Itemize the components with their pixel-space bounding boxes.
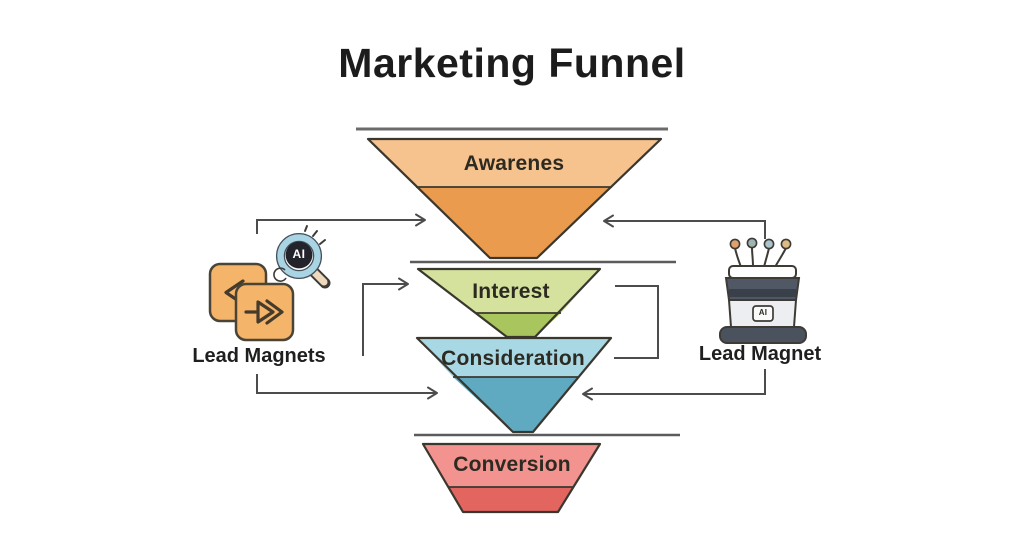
- ai-badge-circle: [285, 241, 313, 269]
- awareness-light-band: [368, 139, 661, 187]
- consideration-light-band: [417, 338, 611, 377]
- device-pin-tips: [729, 237, 792, 250]
- magnifier-handle: [310, 268, 328, 286]
- device-logo-text: AI: [758, 308, 768, 317]
- awareness-dark-band: [416, 187, 612, 258]
- conversion-dark-band: [449, 487, 574, 512]
- awareness-outline: [366, 137, 663, 260]
- lead-magnets-icon-group: [208, 225, 331, 342]
- device-logo-box: [752, 305, 774, 322]
- connectors: [256, 213, 766, 401]
- funnel-stage-interest: [416, 267, 602, 339]
- arrow-bracket-left-to-interest: [362, 277, 409, 356]
- device-wires: [734, 247, 787, 268]
- interest-light-band: [418, 269, 600, 313]
- decorative-arc: [273, 267, 287, 282]
- interest-dark-band: [475, 313, 561, 337]
- lead-magnet-label: Lead Magnet: [698, 343, 822, 365]
- page-title: Marketing Funnel: [338, 40, 686, 86]
- lead-magnet-device-icon: [719, 237, 807, 344]
- arrow-left-to-awareness: [256, 213, 426, 234]
- magnifier-ring-outer-edge: [275, 232, 323, 280]
- device-base: [719, 326, 807, 344]
- device-stripe: [729, 289, 796, 297]
- lead-magnets-label: Lead Magnets: [192, 345, 326, 367]
- consideration-dark-band: [453, 377, 578, 432]
- device-lid: [728, 265, 797, 279]
- conversion-outline: [421, 442, 602, 514]
- arrow-right-to-awareness: [603, 214, 766, 239]
- funnel-stage-consideration: [415, 336, 613, 434]
- arrow-right-to-consideration: [582, 369, 766, 401]
- ai-magnifier-icon: [273, 225, 331, 289]
- forward-arrow-card-icon: [234, 282, 295, 342]
- funnel-stage-label-awareness: Awarenes: [463, 152, 565, 175]
- consideration-outline: [415, 336, 613, 434]
- magnifier-ring-inner-edge: [283, 240, 315, 272]
- funnel: [356, 127, 680, 514]
- skip-forward-icon: [244, 299, 284, 325]
- arrow-left-to-consideration: [256, 374, 438, 400]
- funnel-stage-awareness: [366, 137, 663, 260]
- funnel-stage-label-conversion: Conversion: [453, 453, 571, 476]
- magnifier-sparkle-ticks: [304, 225, 326, 245]
- funnel-stage-conversion: [421, 442, 602, 514]
- ai-badge-text: AI: [292, 247, 306, 261]
- conversion-light-band: [423, 444, 600, 487]
- funnel-stage-label-consideration: Consideration: [441, 347, 585, 370]
- bracket-right-interest-consideration: [614, 285, 659, 359]
- funnel-stage-label-interest: Interest: [472, 280, 550, 303]
